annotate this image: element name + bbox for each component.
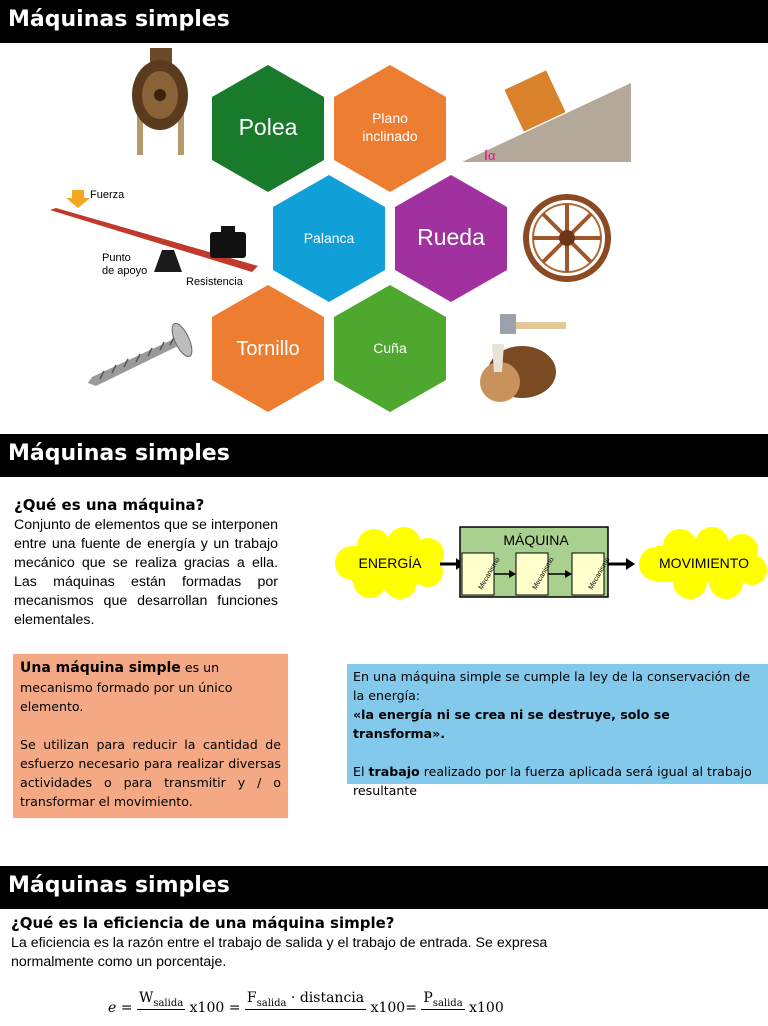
work-post: realizado por la fuerza aplicada será ig… — [353, 764, 752, 798]
lever-punto-label-1: Punto — [102, 252, 131, 264]
hex-label-polea: Polea — [239, 114, 298, 140]
formula-f-sub: salida — [256, 997, 287, 1009]
work-statement: El trabajo realizado por la fuerza aplic… — [347, 743, 768, 800]
title-bar-3: Máquinas simples — [0, 866, 768, 909]
title-bar-2: Máquinas simples — [0, 434, 768, 477]
hex-label-rueda: Rueda — [417, 224, 485, 250]
lever-fuerza-label: Fuerza — [90, 189, 125, 201]
formula-w-sub: salida — [153, 997, 184, 1009]
efficiency-definition: La eficiencia es la razón entre el traba… — [11, 935, 548, 970]
conservation-box: En una máquina simple se cumple la ley d… — [347, 664, 768, 798]
angle-alpha-label: α — [488, 148, 496, 163]
formula-e: e — [108, 999, 117, 1016]
formula-eq-1: = — [120, 999, 133, 1016]
hex-rueda[interactable] — [395, 175, 507, 302]
hex-plano-inclinado[interactable] — [334, 65, 446, 192]
pulley-image — [132, 48, 188, 155]
conservation-quote: «la energía ni se crea ni se destruye, s… — [353, 707, 670, 741]
inclined-plane-image: α — [462, 70, 631, 163]
movimiento-label: MOVIMIENTO — [659, 555, 749, 571]
simple-machine-definition: Una máquina simple es un mecanismo forma… — [13, 654, 288, 716]
formula-distancia: · distancia — [286, 990, 365, 1006]
lever-punto-label-2: de apoyo — [102, 265, 147, 277]
formula-f: F — [246, 990, 257, 1006]
hex-label-palanca: Palanca — [304, 230, 355, 246]
formula-eq-2: = — [228, 999, 241, 1016]
hex-label-cuna: Cuña — [373, 340, 407, 356]
formula-x100-2: x100 — [370, 999, 406, 1016]
hex-cuna[interactable] — [334, 285, 446, 412]
hex-label-plano-2: inclinado — [362, 128, 417, 144]
energia-cloud — [335, 527, 444, 599]
lever-image: Fuerza Punto de apoyo Resistencia — [50, 189, 258, 288]
efficiency-question: ¿Qué es la eficiencia de una máquina sim… — [11, 914, 395, 932]
formula-x100-1: x100 — [189, 999, 225, 1016]
simple-machines-hexagon-diagram: Polea Plano inclinado Palanca Rueda Torn… — [50, 48, 631, 412]
machine-definition: Conjunto de elementos que se interponen … — [14, 517, 278, 628]
section-title: Máquinas simples — [8, 7, 230, 32]
work-term: trabajo — [368, 764, 420, 779]
simple-machine-box: Una máquina simple es un mecanismo forma… — [13, 654, 288, 818]
efficiency-formula: e = Wsalida x100 = Fsalida · distancia x… — [108, 990, 504, 1026]
formula-p-sub: salida — [432, 997, 463, 1009]
formula-eq-3: = — [405, 999, 417, 1016]
conservation-intro: En una máquina simple se cumple la ley d… — [353, 669, 751, 703]
work-pre: El — [353, 764, 369, 779]
section-title: Máquinas simples — [8, 441, 230, 466]
hex-palanca[interactable] — [273, 175, 385, 302]
simple-machine-rest: es un mecanismo formado por un único ele… — [20, 660, 233, 714]
simple-machine-uses: Se utilizan para reducir la cantidad de … — [20, 737, 281, 809]
wheel-image — [523, 194, 611, 282]
maquina-label: MÁQUINA — [503, 532, 569, 548]
hex-polea[interactable] — [212, 65, 324, 192]
energy-machine-diagram: ENERGÍA MÁQUINA Mecanismo Mecanismo Meca… — [335, 526, 767, 599]
wedge-image — [480, 314, 566, 402]
energia-label: ENERGÍA — [358, 555, 422, 571]
lever-resistencia-label: Resistencia — [186, 276, 244, 288]
formula-x100-3: x100 — [469, 999, 504, 1016]
machine-question: ¿Qué es una máquina? — [14, 496, 205, 514]
formula-p: P — [423, 990, 433, 1006]
title-bar-1: Máquinas simples — [0, 0, 768, 43]
movimiento-cloud — [639, 527, 767, 599]
section-title: Máquinas simples — [8, 873, 230, 898]
hex-label-tornillo: Tornillo — [236, 338, 299, 360]
hex-tornillo[interactable] — [212, 285, 324, 412]
screw-image — [88, 322, 193, 386]
simple-machine-term: Una máquina simple — [20, 660, 181, 676]
hex-label-plano-1: Plano — [372, 110, 408, 126]
formula-w: W — [138, 990, 154, 1006]
